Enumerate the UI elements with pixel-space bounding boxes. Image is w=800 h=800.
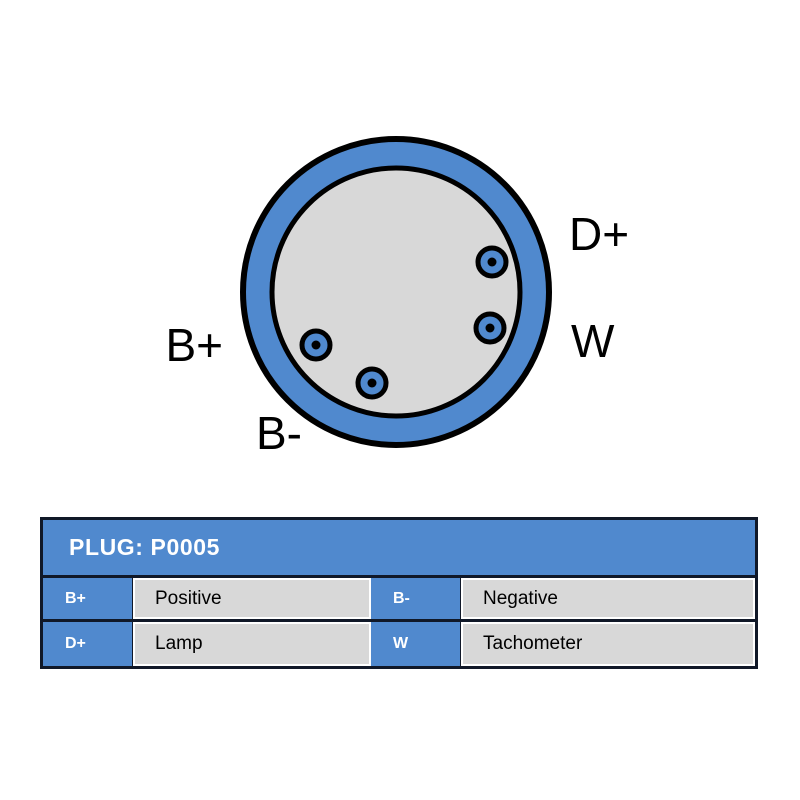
pin-w[interactable]	[473, 311, 507, 345]
pin-b-plus[interactable]	[299, 328, 333, 362]
label-b-plus: B+	[165, 319, 223, 371]
cell-value-lamp: Lamp	[133, 622, 371, 666]
plug-code-label: PLUG: P0005	[69, 534, 221, 560]
connector-diagram: D+ W B+ B-	[165, 136, 629, 459]
label-b-minus: B-	[256, 407, 302, 459]
cell-value-tachometer: Tachometer	[461, 622, 755, 666]
cell-value-negative: Negative	[461, 578, 755, 619]
label-d-plus: D+	[569, 208, 629, 260]
connector-illustration: D+ W B+ B-	[165, 136, 629, 459]
table-row: D+ Lamp W Tachometer	[43, 622, 755, 666]
table-row: B+ Positive B- Negative	[43, 578, 755, 622]
plug-legend-table: PLUG: P0005 B+ Positive B- Negative D+ L…	[40, 517, 758, 669]
label-w: W	[571, 315, 615, 367]
cell-key-w: W	[371, 622, 461, 666]
legend-header: PLUG: P0005	[43, 520, 755, 578]
cell-key-d-plus: D+	[43, 622, 133, 666]
cell-value-positive: Positive	[133, 578, 371, 619]
pin-d-plus[interactable]	[475, 245, 509, 279]
pin-b-minus[interactable]	[355, 366, 389, 400]
cell-key-b-plus: B+	[43, 578, 133, 619]
connector-inner-body	[269, 165, 523, 419]
cell-key-b-minus: B-	[371, 578, 461, 619]
